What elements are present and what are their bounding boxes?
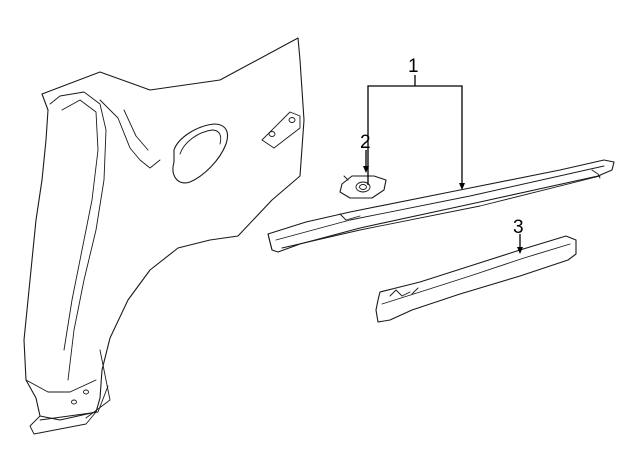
callout-1: 1: [408, 56, 419, 77]
callout-3: 3: [513, 217, 524, 238]
leader-2-arrow: [363, 166, 369, 173]
callout-2: 2: [360, 132, 371, 153]
leader-3-arrow: [517, 247, 523, 254]
quarter-panel: [23, 37, 305, 435]
leader-lines: [363, 75, 523, 254]
rocker-molding: [267, 159, 615, 253]
clip: [339, 175, 387, 199]
rear-moulding-lower: [375, 235, 577, 323]
leader-1: [367, 85, 463, 186]
leader-1-arrow: [459, 183, 465, 190]
